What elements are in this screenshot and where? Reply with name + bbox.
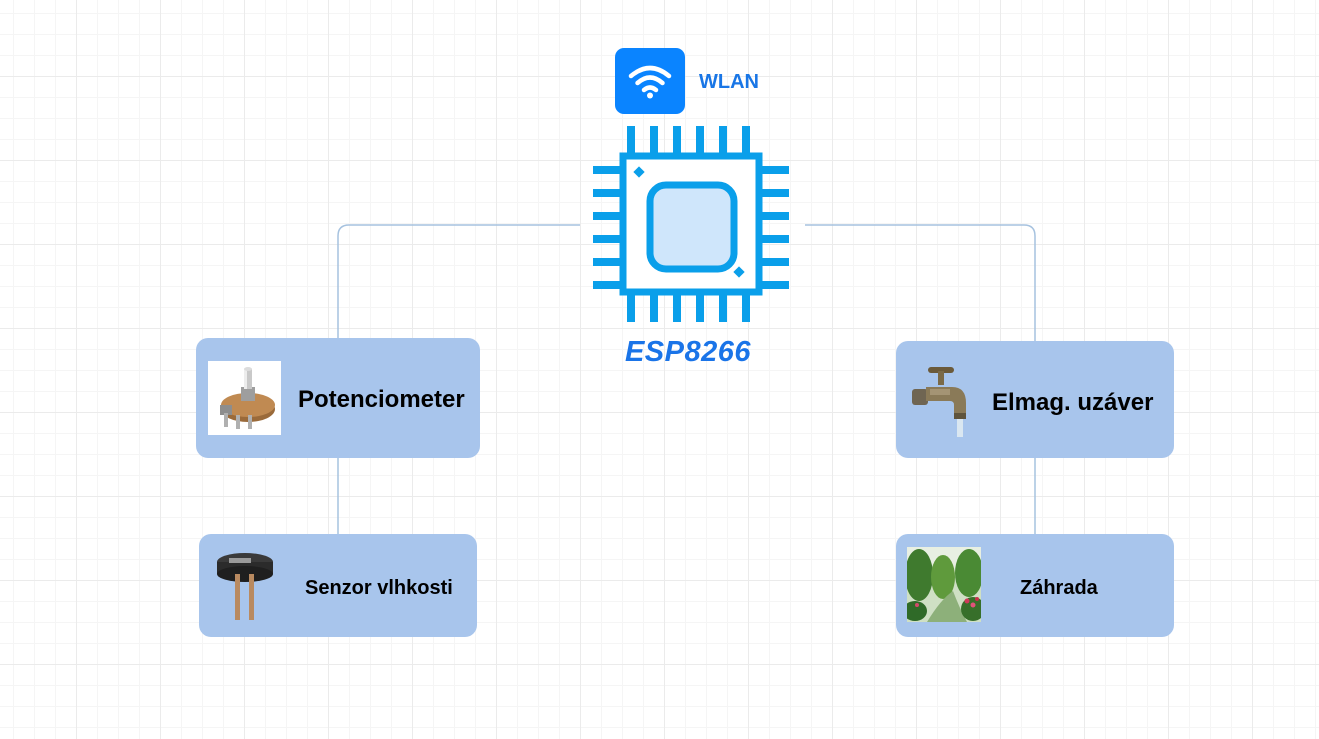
garden-label: Záhrada — [1020, 577, 1098, 599]
wifi-icon — [628, 65, 672, 99]
connector-chip-valve — [805, 224, 1036, 341]
microchip-icon[interactable] — [589, 122, 793, 326]
potentiometer-node[interactable]: Potenciometer — [196, 338, 480, 458]
potentiometer-label: Potenciometer — [298, 386, 465, 413]
potentiometer-image — [208, 361, 281, 435]
valve-node[interactable]: Elmag. uzáver — [896, 341, 1174, 458]
connector-chip-potentiometer — [337, 224, 580, 338]
moisture-sensor-label: Senzor vlhkosti — [305, 577, 453, 599]
wlan-label: WLAN — [699, 71, 759, 93]
wifi-badge[interactable] — [615, 48, 685, 114]
soil-moisture-sensor-image — [217, 553, 273, 620]
esp8266-label: ESP8266 — [624, 336, 752, 368]
moisture-sensor-node[interactable]: Senzor vlhkosti — [199, 534, 477, 637]
garden-node[interactable]: Záhrada — [896, 534, 1174, 637]
garden-photo — [907, 547, 981, 622]
water-tap-image — [912, 367, 966, 437]
valve-label: Elmag. uzáver — [992, 389, 1154, 416]
